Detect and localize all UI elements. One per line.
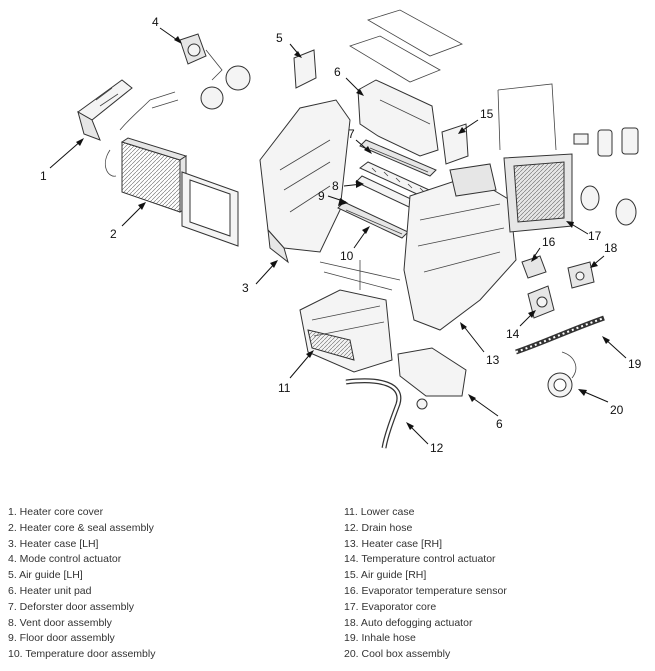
legend-item: 15. Air guide [RH]	[344, 569, 427, 582]
part-heater-pipes	[104, 91, 179, 177]
svg-text:12: 12	[430, 441, 444, 455]
legend-item: 7. Deforster door assembly	[8, 600, 135, 613]
legend-item: 3. Heater case [LH]	[8, 537, 99, 550]
legend-item: 17. Evaporator core	[344, 600, 437, 613]
part-temperature-door	[337, 201, 409, 239]
callout-19: 19	[602, 336, 642, 371]
svg-text:14: 14	[506, 327, 520, 341]
svg-text:19: 19	[628, 357, 642, 371]
svg-text:10: 10	[340, 249, 354, 263]
callout-10: 10	[340, 226, 370, 263]
part-auto-defogging-actuator	[567, 261, 595, 289]
legend-item: 2. Heater core & seal assembly	[8, 521, 154, 534]
legend-item: 1. Heater core cover	[8, 506, 104, 518]
svg-text:9: 9	[318, 189, 325, 203]
legend-item: 20. Cool box assembly	[344, 648, 451, 661]
part-drain-hose	[345, 378, 428, 449]
legend-item: 12. Drain hose	[344, 521, 413, 534]
svg-text:7: 7	[348, 127, 355, 141]
exploded-view-diagram: 1 2 3 4 5 6 7 8 9 10	[40, 9, 642, 455]
part-heater-case-lh	[259, 99, 351, 264]
part-gasket-frames	[349, 9, 463, 83]
part-cool-box	[547, 351, 577, 398]
svg-text:17: 17	[588, 229, 602, 243]
callout-9: 9	[318, 189, 348, 206]
svg-text:15: 15	[480, 107, 494, 121]
legend-item: 16. Evaporator temperature sensor	[344, 584, 507, 597]
legend-column-left: 1. Heater core cover 2. Heater core & se…	[8, 505, 155, 663]
callout-18: 18	[590, 241, 618, 268]
callout-5: 5	[276, 31, 302, 58]
svg-text:8: 8	[332, 179, 339, 193]
svg-text:6: 6	[496, 417, 503, 431]
part-hardware-cluster	[573, 127, 639, 226]
callout-14: 14	[506, 310, 536, 341]
svg-text:2: 2	[110, 227, 117, 241]
part-inhale-hose	[515, 315, 605, 355]
callout-15: 15	[458, 107, 494, 134]
legend-item: 13. Heater case [RH]	[344, 537, 443, 550]
legend-item: 5. Air guide [LH]	[8, 569, 83, 582]
callout-3: 3	[242, 260, 278, 295]
svg-text:4: 4	[152, 15, 159, 29]
legend-item: 8. Vent door assembly	[8, 616, 112, 629]
part-air-guide-rh	[441, 123, 469, 165]
svg-text:13: 13	[486, 353, 500, 367]
callout-4: 4	[152, 15, 182, 44]
legend-item: 19. Inhale hose	[344, 632, 416, 645]
svg-text:5: 5	[276, 31, 283, 45]
callout-6-upper: 6	[334, 65, 364, 96]
callout-17: 17	[566, 221, 602, 243]
svg-text:20: 20	[610, 403, 624, 417]
part-lower-case	[299, 289, 393, 373]
part-mode-control-actuator	[179, 33, 251, 110]
callout-1: 1	[40, 138, 84, 183]
callout-12: 12	[406, 422, 444, 455]
legend-item: 6. Heater unit pad	[8, 584, 92, 597]
parts-legend: 1. Heater core cover 2. Heater core & se…	[0, 505, 655, 671]
callout-2: 2	[110, 202, 146, 241]
part-air-guide-lh	[293, 49, 317, 89]
legend-item: 18. Auto defogging actuator	[344, 616, 473, 629]
part-evaporator-core	[503, 153, 573, 233]
part-heater-core-cover	[77, 79, 133, 141]
legend-item: 14. Temperature control actuator	[344, 553, 496, 566]
svg-text:1: 1	[40, 169, 47, 183]
part-support-struts	[319, 260, 401, 291]
callout-8: 8	[332, 179, 364, 193]
callout-11: 11	[278, 350, 314, 395]
svg-text:11: 11	[278, 381, 291, 395]
svg-text:6: 6	[334, 65, 341, 79]
part-heater-case-rh	[403, 163, 517, 331]
callout-13: 13	[460, 322, 500, 367]
legend-item: 4. Mode control actuator	[8, 553, 122, 566]
callout-6-lower: 6	[468, 394, 503, 431]
legend-item: 10. Temperature door assembly	[8, 648, 156, 661]
svg-text:16: 16	[542, 235, 556, 249]
callout-7: 7	[348, 127, 372, 154]
part-defroster-door	[359, 139, 437, 177]
legend-item: 9. Floor door assembly	[8, 632, 115, 645]
part-seal-frame	[181, 171, 239, 247]
part-temperature-control-actuator	[527, 285, 555, 319]
part-heater-unit-pad-lower	[397, 347, 467, 397]
legend-item: 11. Lower case	[344, 506, 415, 518]
callout-16: 16	[531, 235, 556, 262]
callout-20: 20	[578, 389, 624, 417]
part-heater-unit-pad-upper	[357, 79, 439, 157]
part-heater-core	[120, 137, 188, 213]
svg-text:3: 3	[242, 281, 249, 295]
part-evaporator-frame	[497, 83, 557, 151]
legend-column-right: 11. Lower case 12. Drain hose 13. Heater…	[344, 505, 507, 663]
svg-text:18: 18	[604, 241, 618, 255]
